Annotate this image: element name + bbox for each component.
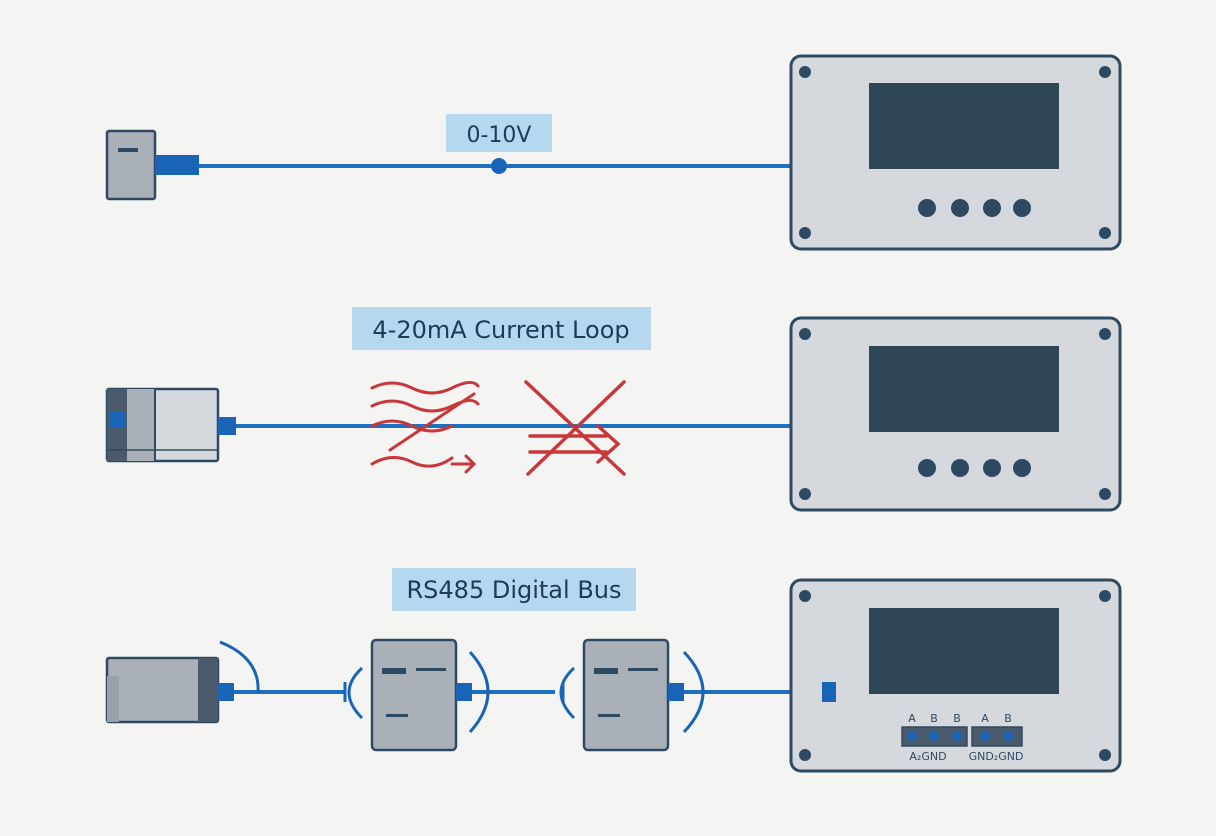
voltage-label-box: [446, 114, 552, 152]
terminal-block: A B B A B A₂GND GND₂GND: [901, 712, 1024, 763]
mount-screw: [799, 227, 811, 239]
current-loop-label: 4-20mA Current Loop: [372, 316, 629, 344]
terminal-letter: A: [981, 712, 989, 725]
mount-screw: [799, 749, 811, 761]
rs485-input-connector: [822, 682, 836, 702]
rs485-label-box: [392, 568, 636, 611]
mount-screw: [1099, 749, 1111, 761]
control-button[interactable]: [951, 459, 969, 477]
mount-screw: [1099, 590, 1111, 602]
mount-screw: [1099, 66, 1111, 78]
display-screen: [869, 83, 1059, 169]
control-button[interactable]: [918, 459, 936, 477]
display-screen: [869, 346, 1059, 432]
voltage-sensor: [105, 129, 157, 201]
bus-tap-arc: [468, 650, 490, 734]
terminal-screw: [1003, 731, 1013, 741]
control-button[interactable]: [983, 199, 1001, 217]
wire-junction-dot: [491, 158, 507, 174]
control-button[interactable]: [983, 459, 1001, 477]
bus-tap-arc: [559, 666, 576, 720]
terminal-label-left: A₂GND: [909, 750, 946, 763]
rs485-node-1: [343, 638, 490, 752]
bus-tap-arc: [347, 666, 364, 720]
sensor-connector: [155, 155, 199, 175]
current-loop-label-box: [352, 307, 651, 350]
bus-tap-arc: [682, 650, 705, 734]
display-screen: [869, 608, 1059, 694]
control-button[interactable]: [918, 199, 936, 217]
control-button[interactable]: [951, 199, 969, 217]
controller-unit-2: [789, 316, 1122, 512]
rs485-node-2: [559, 638, 705, 752]
controller-unit-1: [789, 54, 1122, 251]
rs485-label: RS485 Digital Bus: [407, 576, 622, 604]
terminal-letter: A: [908, 712, 916, 725]
terminal-letter: B: [930, 712, 938, 725]
mount-screw: [1099, 488, 1111, 500]
row-analog-voltage: 0-10V: [105, 54, 1122, 251]
terminal-screw: [952, 731, 962, 741]
mount-screw: [799, 66, 811, 78]
sensor-indicator: [118, 148, 138, 152]
terminal-letter: B: [1004, 712, 1012, 725]
transmitter-connector: [218, 417, 236, 435]
rs485-master-device: [105, 640, 260, 724]
mount-screw: [1099, 227, 1111, 239]
termination-arc: [219, 640, 260, 693]
noise-interference-icon: [370, 381, 480, 474]
mount-screw: [799, 590, 811, 602]
terminal-screw: [929, 731, 939, 741]
control-button[interactable]: [1013, 199, 1031, 217]
terminal-screw: [980, 731, 990, 741]
voltage-label: 0-10V: [467, 123, 532, 148]
mount-screw: [1099, 328, 1111, 340]
row-current-loop: 4-20mA Current Loop: [105, 307, 1122, 512]
controller-unit-3: A B B A B A₂GND GND₂GND: [789, 578, 1122, 773]
mount-screw: [799, 488, 811, 500]
terminal-letter: B: [953, 712, 961, 725]
blocked-signal-icon: [524, 380, 626, 476]
terminal-label-right: GND₂GND: [969, 750, 1024, 763]
row-rs485-bus: RS485 Digital Bus: [105, 568, 1122, 773]
current-transmitter: [105, 387, 220, 463]
terminal-screw: [907, 731, 917, 741]
mount-screw: [799, 328, 811, 340]
control-button[interactable]: [1013, 459, 1031, 477]
